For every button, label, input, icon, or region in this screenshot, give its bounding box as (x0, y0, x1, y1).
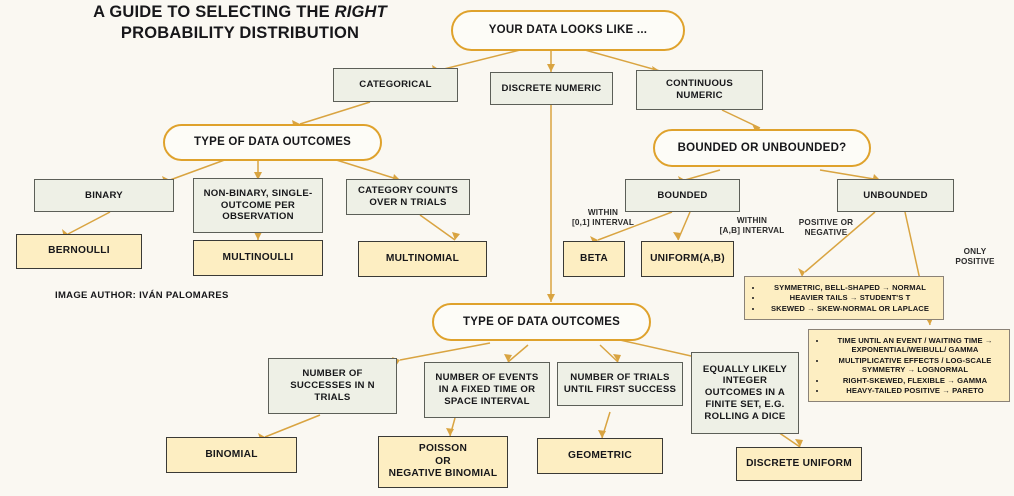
node-number-of-events[interactable]: NUMBER OF EVENTS IN A FIXED TIME OR SPAC… (424, 362, 550, 418)
bullet-box-positive-group[interactable]: TIME UNTIL AN EVENT / WAITING TIME → EXP… (808, 329, 1010, 402)
title-line1-prefix: A GUIDE TO SELECTING THE (93, 3, 335, 21)
image-author-credit: IMAGE AUTHOR: IVÁN PALOMARES (55, 290, 229, 301)
node-multinomial[interactable]: MULTINOMIAL (358, 241, 487, 277)
node-binomial[interactable]: BINOMIAL (166, 437, 297, 473)
edge-label-within-0-1: WITHIN [0,1] INTERVAL (571, 208, 635, 228)
list-item: HEAVIER TAILS → STUDENT'S T (763, 293, 937, 302)
list-item: TIME UNTIL AN EVENT / WAITING TIME → EXP… (827, 336, 1003, 355)
bullet-box-symmetric-group[interactable]: SYMMETRIC, BELL-SHAPED → NORMAL HEAVIER … (744, 276, 944, 320)
node-root[interactable]: YOUR DATA LOOKS LIKE ... (451, 10, 685, 51)
node-discrete-numeric[interactable]: DISCRETE NUMERIC (490, 72, 613, 105)
node-bounded[interactable]: BOUNDED (625, 179, 740, 212)
node-geometric[interactable]: GEOMETRIC (537, 438, 663, 474)
node-number-of-successes[interactable]: NUMBER OF SUCCESSES IN N TRIALS (268, 358, 397, 414)
node-type-of-data-outcomes-discrete[interactable]: TYPE OF DATA OUTCOMES (432, 303, 651, 341)
edge-label-only-positive: ONLY POSITIVE (955, 247, 995, 267)
node-bounded-or-unbounded[interactable]: BOUNDED OR UNBOUNDED? (653, 129, 871, 167)
node-multinoulli[interactable]: MULTINOULLI (193, 240, 323, 276)
node-equally-likely-integer-outcomes[interactable]: EQUALLY LIKELY INTEGER OUTCOMES IN A FIN… (691, 352, 799, 434)
list-item: HEAVY-TAILED POSITIVE → PARETO (827, 386, 1003, 395)
node-number-of-trials-until-first-success[interactable]: NUMBER OF TRIALS UNTIL FIRST SUCCESS (557, 362, 683, 406)
bullet-list-symmetric: SYMMETRIC, BELL-SHAPED → NORMAL HEAVIER … (749, 283, 937, 314)
edge-label-positive-or-negative: POSITIVE OR NEGATIVE (798, 218, 854, 238)
title-line2: PROBABILITY DISTRIBUTION (120, 24, 360, 43)
node-beta[interactable]: BETA (563, 241, 625, 277)
node-type-of-data-outcomes-categorical[interactable]: TYPE OF DATA OUTCOMES (163, 124, 382, 161)
node-continuous-numeric[interactable]: CONTINUOUS NUMERIC (636, 70, 763, 110)
bullet-list-positive: TIME UNTIL AN EVENT / WAITING TIME → EXP… (813, 336, 1003, 396)
edge-label-within-a-b: WITHIN [A,B] INTERVAL (719, 216, 785, 236)
list-item: RIGHT-SKEWED, FLEXIBLE → GAMMA (827, 376, 1003, 385)
list-item: SKEWED → SKEW-NORMAL OR LAPLACE (763, 304, 937, 313)
node-poisson-negative-binomial[interactable]: POISSON OR NEGATIVE BINOMIAL (378, 436, 508, 488)
node-categorical[interactable]: CATEGORICAL (333, 68, 458, 102)
list-item: SYMMETRIC, BELL-SHAPED → NORMAL (763, 283, 937, 292)
title-line1-emphasis: RIGHT (334, 3, 387, 21)
node-category-counts-over-n-trials[interactable]: CATEGORY COUNTS OVER N TRIALS (346, 179, 470, 215)
node-uniform-ab[interactable]: UNIFORM(A,B) (641, 241, 734, 277)
node-binary[interactable]: BINARY (34, 179, 174, 212)
node-non-binary-single-outcome[interactable]: NON-BINARY, SINGLE-OUTCOME PER OBSERVATI… (193, 178, 323, 233)
node-bernoulli[interactable]: BERNOULLI (16, 234, 142, 269)
node-discrete-uniform[interactable]: DISCRETE UNIFORM (736, 447, 862, 481)
list-item: MULTIPLICATIVE EFFECTS / LOG-SCALE SYMME… (827, 356, 1003, 375)
node-unbounded[interactable]: UNBOUNDED (837, 179, 954, 212)
page-title: A GUIDE TO SELECTING THE RIGHT PROBABILI… (70, 2, 410, 44)
